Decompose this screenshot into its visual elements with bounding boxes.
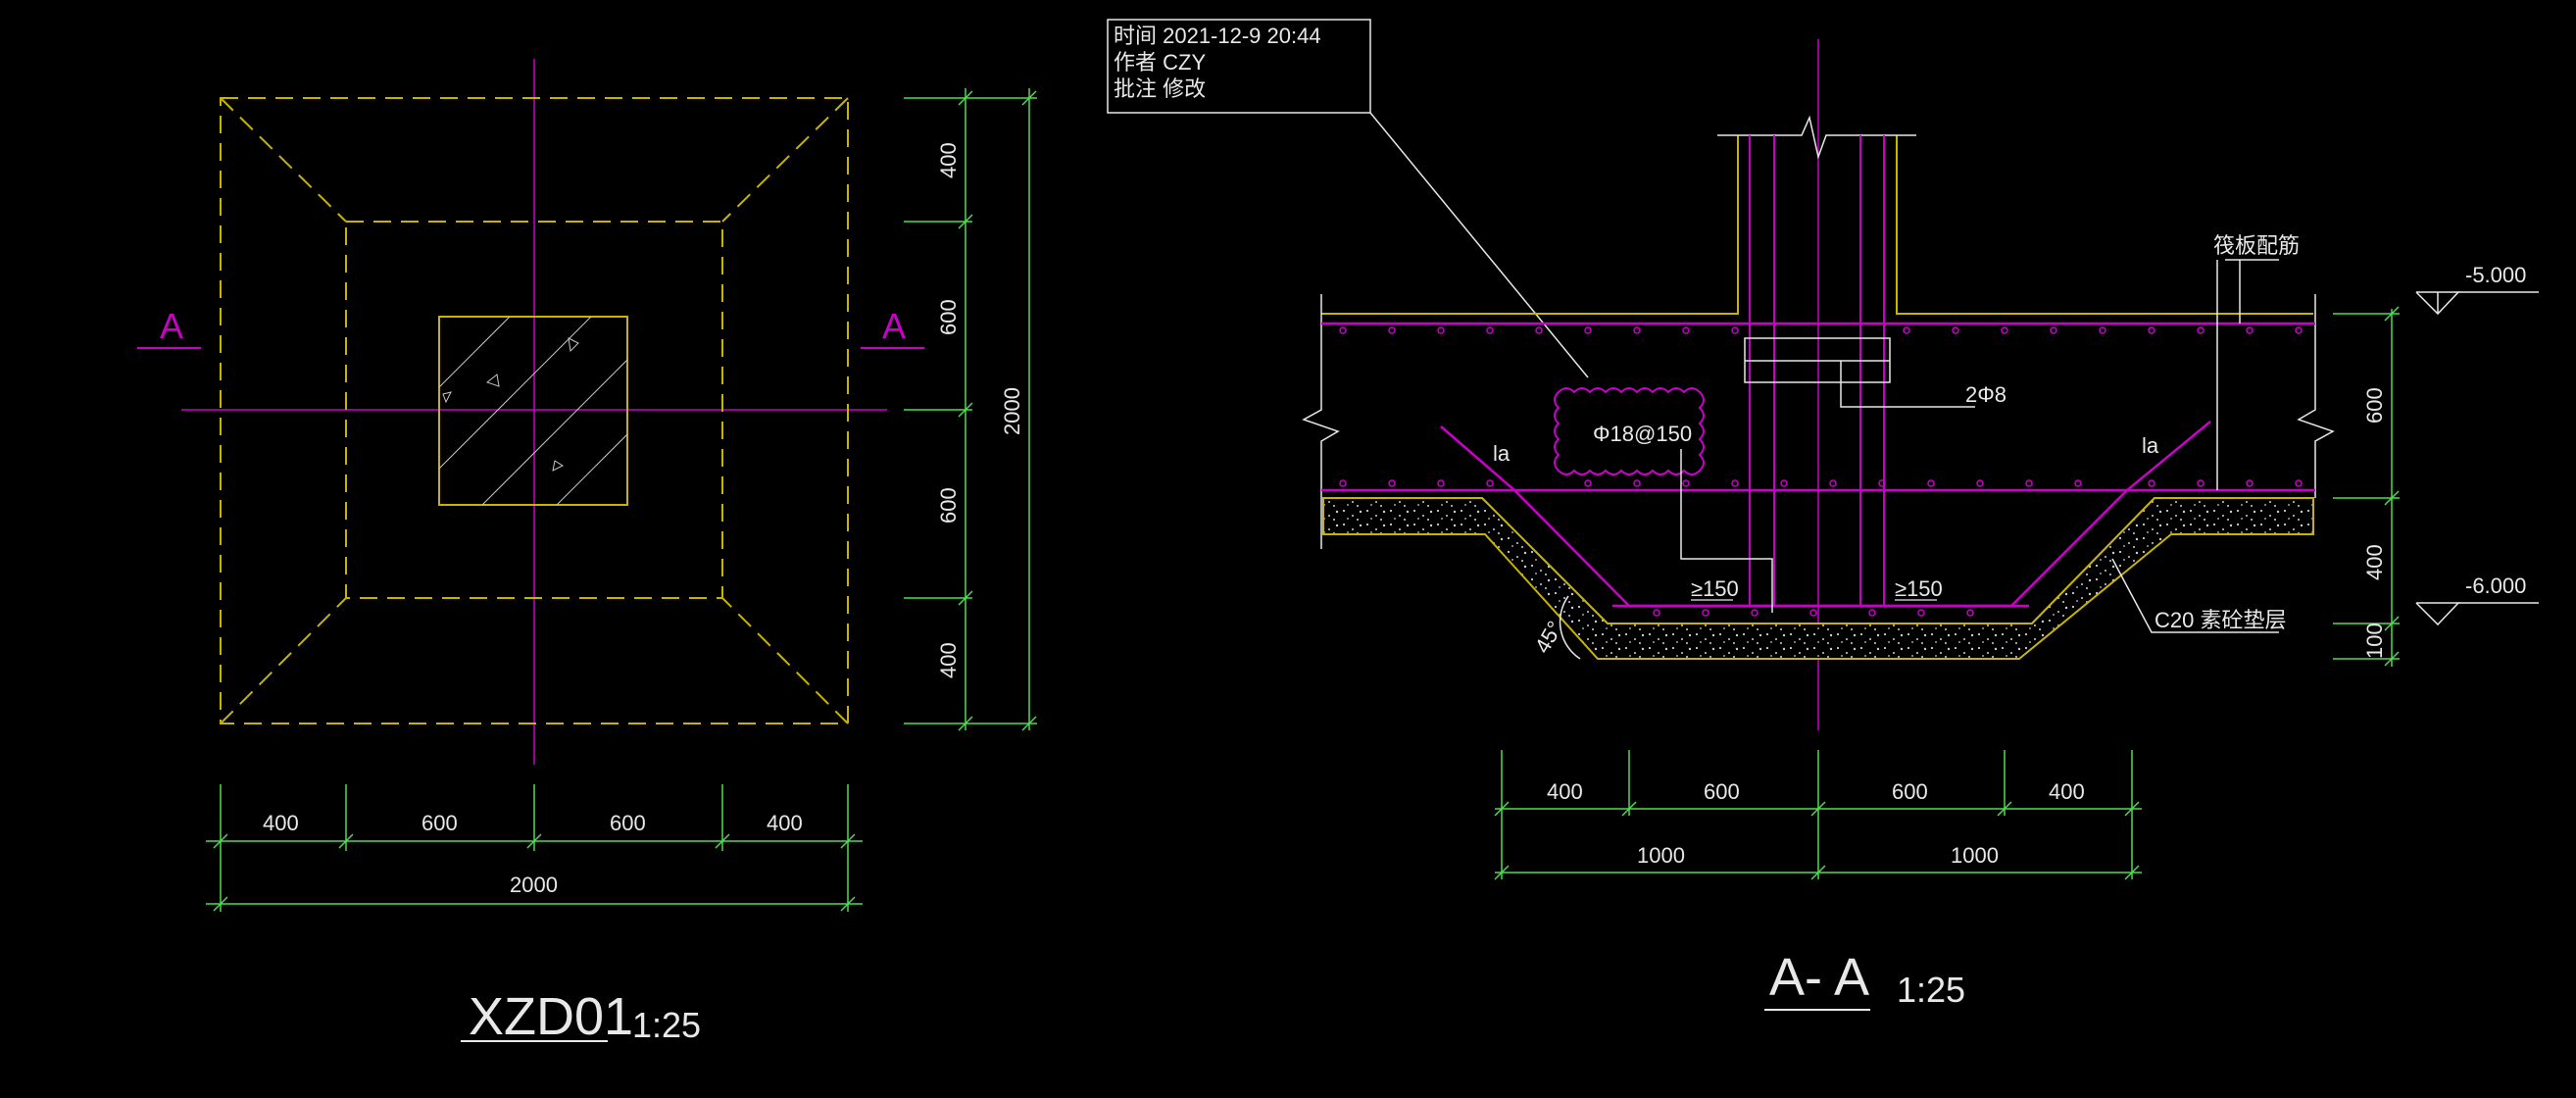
section-dim-right-3: 100 xyxy=(2362,623,2387,659)
lap-label-left: ≥150 xyxy=(1691,576,1739,601)
section-dim-right-2: 400 xyxy=(2362,544,2387,580)
lap-label-right: ≥150 xyxy=(1895,576,1943,601)
c20-cushion-layer xyxy=(1322,497,2314,660)
elevation-marker-bottom xyxy=(2415,602,2539,626)
elevation-bottom-label: -6.000 xyxy=(2465,574,2526,598)
plan-dim-bottom-2: 600 xyxy=(421,811,458,835)
section-concrete-outline xyxy=(1321,135,2313,624)
section-dim-lines-right xyxy=(2333,306,2400,667)
section-mark-right: A xyxy=(882,306,906,346)
plan-title: XZD01 xyxy=(469,987,633,1046)
plan-dim-bottom-4: 400 xyxy=(767,811,803,835)
plan-dim-right-2: 600 xyxy=(936,299,961,335)
column-hatch xyxy=(438,316,628,506)
section-dim-bottom-4: 400 xyxy=(2049,779,2085,804)
section-dim-bottom-2: 600 xyxy=(1704,779,1740,804)
column-rebars xyxy=(1749,135,1885,606)
section-dim-right-1: 600 xyxy=(2362,387,2387,424)
plan-dim-bottom-3: 600 xyxy=(610,811,646,835)
section-title: A- A xyxy=(1769,948,1869,1007)
cushion-label: C20 素砼垫层 xyxy=(2155,608,2286,632)
pile-cap-slope-lines xyxy=(220,97,849,724)
plan-dim-lines-right xyxy=(904,88,1037,731)
section-mark-left: A xyxy=(160,306,183,346)
annotation-note[interactable]: 时间 2021-12-9 20:44 作者 CZY 批注 修改 xyxy=(1107,19,1589,378)
anchor-label-right: la xyxy=(2142,433,2159,458)
column-section xyxy=(438,316,628,506)
plan-dim-right-3: 600 xyxy=(936,487,961,524)
raft-rebar-label: 筏板配筋 xyxy=(2213,233,2300,258)
note-line-comment: 批注 修改 xyxy=(1114,76,1206,101)
section-dim-bottom-total-1: 1000 xyxy=(1637,843,1685,868)
rebar-label-mesh: Φ18@150 xyxy=(1593,422,1692,446)
raft-rebars xyxy=(1321,322,2315,608)
raft-break-left xyxy=(1302,294,1340,549)
section-dim-bottom-total-2: 1000 xyxy=(1951,843,1999,868)
pile-cap-inner-outline xyxy=(345,221,723,599)
plan-dim-lines-bottom xyxy=(206,784,863,912)
section-scale: 1:25 xyxy=(1897,970,1965,1010)
raft-break-right xyxy=(2297,294,2335,498)
note-leader-line xyxy=(1369,112,1589,378)
note-box xyxy=(1107,19,1371,114)
column-stirrups xyxy=(1744,337,1891,383)
angle-label: 45° xyxy=(1530,617,1567,657)
note-line-time: 时间 2021-12-9 20:44 xyxy=(1114,24,1321,48)
revision-cloud xyxy=(1554,387,1705,475)
elevation-marker-top xyxy=(2415,291,2539,316)
plan-dim-right-1: 400 xyxy=(936,142,961,178)
column-break-line xyxy=(1717,115,1916,160)
plan-dim-bottom-1: 400 xyxy=(263,811,299,835)
plan-view: A A xyxy=(137,59,1037,1046)
rebar-dots xyxy=(1339,326,2303,617)
section-dim-bottom-1: 400 xyxy=(1547,779,1583,804)
plan-dim-bottom-total: 2000 xyxy=(510,873,558,897)
section-dim-bottom-3: 600 xyxy=(1892,779,1928,804)
plan-dim-right-total: 2000 xyxy=(1000,387,1024,435)
stirrup-leader xyxy=(1840,361,1975,408)
rebar-label-2phi8: 2Φ8 xyxy=(1965,382,2006,407)
pile-cap-outer-outline xyxy=(220,97,849,724)
elevation-top-label: -5.000 xyxy=(2465,263,2526,287)
cushion-leader xyxy=(2111,558,2279,633)
mesh-leader xyxy=(1680,449,1773,613)
plan-dim-right-4: 400 xyxy=(936,642,961,678)
section-view: 2Φ8 Φ18@150 la la ≥150 ≥150 45° 筏板配筋 C20… xyxy=(1302,39,2539,1011)
anchor-label-left: la xyxy=(1493,441,1511,466)
section-dim-lines-bottom xyxy=(1494,750,2142,880)
note-line-author: 作者 CZY xyxy=(1114,50,1206,75)
plan-scale: 1:25 xyxy=(632,1005,701,1045)
angle-arc xyxy=(1559,595,1581,660)
